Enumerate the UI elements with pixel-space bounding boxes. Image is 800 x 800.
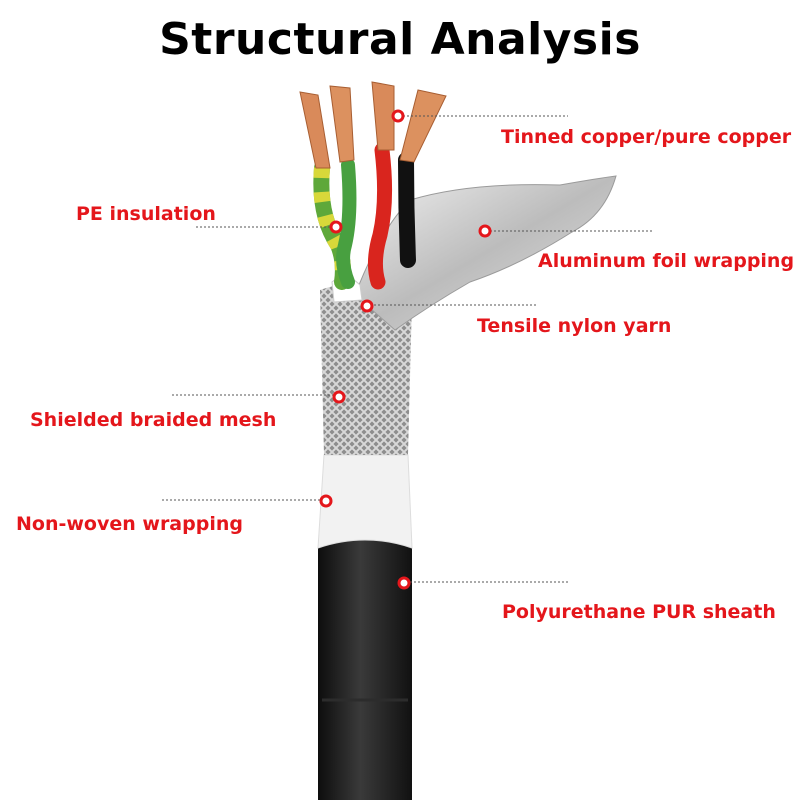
marker-pur-sheath [397, 576, 411, 590]
copper-strand-2 [329, 85, 355, 163]
red-wire [367, 142, 393, 290]
marker-tinned-copper [391, 109, 405, 123]
marker-aluminum-foil [478, 224, 492, 238]
label-braided-mesh: Shielded braided mesh [30, 409, 277, 431]
label-non-woven: Non-woven wrapping [16, 513, 243, 535]
label-pe-insulation: PE insulation [76, 203, 216, 225]
markers [319, 109, 492, 590]
pe-wire-2 [336, 158, 357, 289]
copper-strand-4 [399, 89, 447, 163]
leader-lines [162, 115, 654, 583]
label-nylon-yarn: Tensile nylon yarn [477, 315, 672, 337]
pur-sheath-part [318, 540, 412, 800]
marker-non-woven [319, 494, 333, 508]
copper-strand-3 [371, 81, 395, 151]
marker-braided-mesh [332, 390, 346, 404]
braided-mesh-part [320, 284, 412, 455]
label-pur-sheath: Polyurethane PUR sheath [502, 601, 776, 623]
copper-strand-1 [299, 91, 331, 169]
marker-pe-insulation [329, 220, 343, 234]
non-woven-part [317, 454, 413, 549]
marker-nylon-yarn [360, 299, 374, 313]
black-wire [398, 152, 416, 268]
label-tinned-copper: Tinned copper/pure copper [501, 126, 792, 148]
label-aluminum-foil: Aluminum foil wrapping [538, 250, 795, 272]
page-title: Structural Analysis [159, 14, 641, 65]
